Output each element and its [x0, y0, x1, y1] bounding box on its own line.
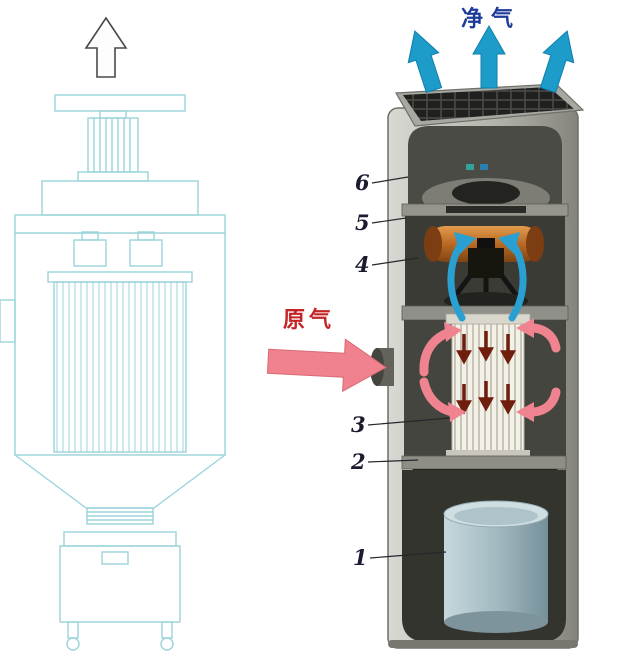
blueprint-bin-lid — [63, 531, 177, 547]
motor-base-ring — [444, 292, 528, 310]
outlet-grille — [403, 87, 574, 121]
motor-top — [477, 238, 495, 250]
clean-air-arrows — [407, 24, 575, 94]
fan-deck-slot — [446, 206, 526, 213]
fan-inlet — [452, 181, 520, 205]
callout-3: 3 — [351, 412, 366, 437]
cartridge-bottom-cap — [446, 450, 530, 458]
blueprint-valve-right — [129, 239, 163, 267]
dust-bin-lid-inner — [454, 507, 538, 525]
blueprint-side-door — [0, 299, 16, 343]
indicator-light-2 — [480, 164, 488, 170]
blueprint-motor-fins — [93, 118, 131, 172]
clean-air-arrow-center-icon — [472, 24, 506, 89]
muffler-cap-right — [526, 226, 544, 262]
blueprint-caster-left — [66, 637, 80, 651]
clean-air-label: 净气 — [461, 6, 521, 32]
dust-bin-body — [444, 514, 548, 622]
blueprint-caster-right — [160, 637, 174, 651]
callout-2: 2 — [350, 449, 366, 474]
callout-1: 1 — [353, 545, 368, 570]
blueprint-hopper — [14, 454, 226, 509]
blueprint-exhaust-arrow-icon — [84, 16, 128, 78]
blueprint-motor-cap — [99, 110, 127, 119]
callout-6: 6 — [355, 170, 370, 195]
clean-air-arrow-left-icon — [407, 30, 443, 94]
dust-bin-bottom — [444, 611, 548, 633]
blueprint-motor-base — [77, 171, 149, 182]
callout-5: 5 — [355, 210, 370, 235]
raw-air-arrow-icon — [266, 338, 387, 393]
clean-air-arrow-right-icon — [539, 30, 575, 94]
blueprint-bin-body — [59, 545, 181, 623]
blueprint-drawing — [0, 94, 226, 651]
clean-air-rise-arrows — [447, 232, 527, 322]
callout-leader-lines — [367, 176, 451, 559]
raw-air-swirl-arrows — [419, 318, 561, 422]
muffler-cap-left — [424, 226, 442, 262]
blueprint-top-cap — [54, 94, 186, 112]
raw-air-label: 原气 — [283, 307, 335, 333]
indicator-light-1 — [466, 164, 474, 170]
blueprint-tube-sheet — [47, 271, 193, 283]
callout-4: 4 — [355, 252, 370, 277]
hopper-plate — [401, 455, 567, 470]
dust-down-arrows — [456, 331, 516, 415]
blueprint-valve-left — [73, 239, 107, 267]
blueprint-filter-cartridge — [53, 281, 187, 453]
cutaway-rendering — [370, 83, 585, 649]
callout-numbers: 6 5 4 3 2 1 — [350, 170, 370, 570]
motor-body — [468, 248, 504, 278]
blueprint-leg-left — [67, 621, 79, 639]
blueprint-bin-latch — [101, 551, 129, 565]
blueprint-flex-lines — [87, 511, 153, 521]
cabinet-base — [388, 640, 578, 648]
blueprint-fan-housing — [41, 180, 199, 216]
blueprint-leg-right — [161, 621, 173, 639]
